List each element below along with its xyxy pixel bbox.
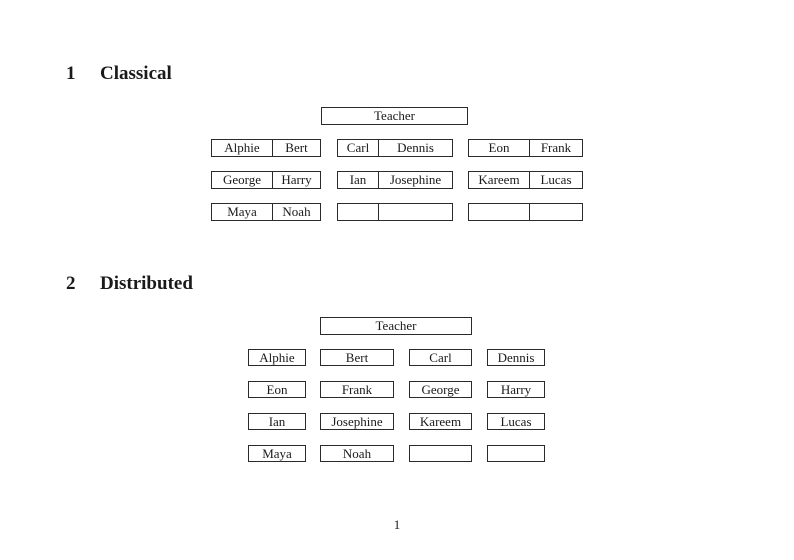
desk-pair-empty [337, 203, 453, 221]
section-heading-classical: 1 Classical [66, 62, 172, 85]
seat-right: Noah [282, 204, 311, 219]
section-heading-distributed: 2 Distributed [66, 272, 193, 295]
seat-right: Frank [540, 140, 572, 155]
desk-single: Harry [487, 381, 545, 398]
seat-right: Josephine [389, 172, 442, 187]
desk-single: Bert [320, 349, 394, 366]
seat-right: Harry [281, 172, 312, 187]
seat-left [338, 204, 379, 220]
desk-single: Kareem [409, 413, 472, 430]
seat-left: Ian [338, 172, 379, 188]
desk-single: Frank [320, 381, 394, 398]
seat-right: Bert [285, 140, 308, 155]
desk-single: George [409, 381, 472, 398]
desk-single: Ian [248, 413, 306, 430]
section-number: 2 [66, 273, 76, 294]
desk-single-empty [487, 445, 545, 462]
desk-single: Lucas [487, 413, 545, 430]
desk-single: Josephine [320, 413, 394, 430]
seat-right [530, 204, 582, 220]
desk-single: Alphie [248, 349, 306, 366]
seat-left: Eon [469, 140, 530, 156]
desk-single-empty [409, 445, 472, 462]
seat-left: Maya [212, 204, 273, 220]
teacher-desk-distributed: Teacher [320, 317, 472, 335]
desk-pair: Maya Noah [211, 203, 321, 221]
desk-pair-empty [468, 203, 583, 221]
desk-single: Noah [320, 445, 394, 462]
section-title: Distributed [100, 273, 193, 294]
desk-single: Carl [409, 349, 472, 366]
desk-pair: Ian Josephine [337, 171, 453, 189]
section-number: 1 [66, 63, 76, 84]
seat-left: Alphie [212, 140, 273, 156]
desk-single: Maya [248, 445, 306, 462]
desk-pair: Alphie Bert [211, 139, 321, 157]
desk-pair: Kareem Lucas [468, 171, 583, 189]
seat-right: Dennis [397, 140, 434, 155]
seat-left: Carl [338, 140, 379, 156]
page-number: 1 [393, 517, 401, 532]
seat-right: Lucas [540, 172, 572, 187]
desk-pair: George Harry [211, 171, 321, 189]
seat-right [379, 204, 452, 220]
teacher-desk-classical: Teacher [321, 107, 468, 125]
seat-left: Kareem [469, 172, 530, 188]
desk-pair: Eon Frank [468, 139, 583, 157]
section-title: Classical [100, 63, 172, 84]
desk-single: Dennis [487, 349, 545, 366]
desk-single: Eon [248, 381, 306, 398]
seat-left [469, 204, 530, 220]
desk-pair: Carl Dennis [337, 139, 453, 157]
seat-left: George [212, 172, 273, 188]
